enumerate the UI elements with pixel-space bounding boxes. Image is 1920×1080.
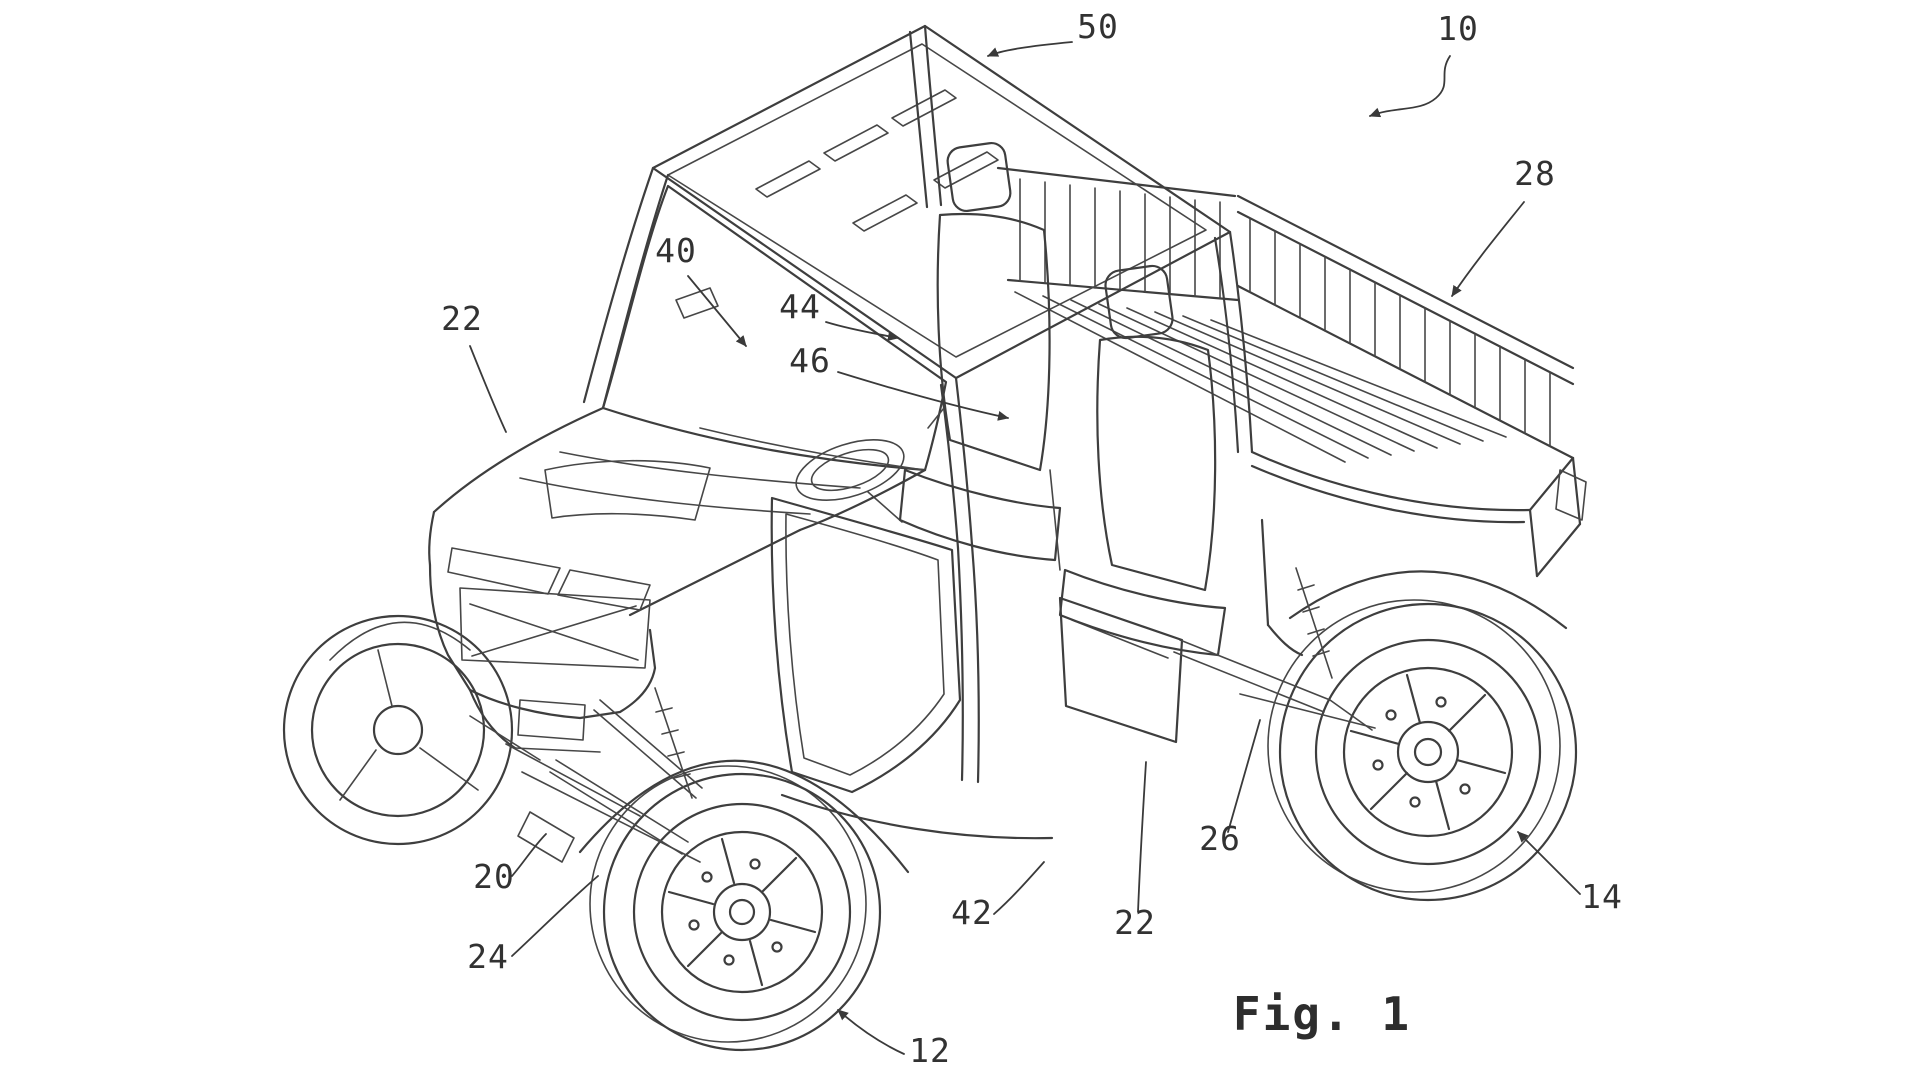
- ref-40: 40: [655, 231, 747, 347]
- ref-label-20: 20: [473, 857, 515, 896]
- ref-14: 14: [1517, 831, 1623, 916]
- ref-46: 46: [789, 341, 1009, 421]
- ref-label-40: 40: [655, 231, 697, 270]
- leader-line-40: [687, 275, 747, 347]
- leader-line-22-front: [469, 345, 507, 433]
- ref-label-28: 28: [1514, 154, 1556, 193]
- rear-right-wheel: [1267, 599, 1578, 902]
- leader-line-24: [511, 875, 599, 957]
- cab-doors: [770, 496, 1184, 840]
- steering-wheel: [795, 407, 945, 523]
- ref-50: 50: [987, 7, 1119, 57]
- leader-line-50: [987, 41, 1073, 57]
- ref-20: 20: [473, 833, 547, 896]
- front-suspension: [469, 687, 703, 863]
- ref-22-front: 22: [441, 299, 507, 433]
- leader-line-46: [837, 371, 1009, 421]
- ref-12: 12: [837, 1009, 951, 1070]
- ref-label-26: 26: [1199, 819, 1241, 858]
- roll-cage: [582, 24, 1254, 784]
- front-far-wheel: [282, 614, 514, 846]
- ref-26: 26: [1199, 719, 1261, 858]
- leader-line-10: [1369, 55, 1451, 118]
- bed-floor-planks: [1014, 291, 1507, 463]
- ref-10: 10: [1369, 9, 1479, 118]
- windshield: [601, 184, 948, 472]
- ref-24: 24: [467, 875, 599, 976]
- ref-label-22-front: 22: [441, 299, 483, 338]
- ref-44: 44: [779, 287, 899, 341]
- front-grille: [428, 547, 657, 753]
- ref-22-rear: 22: [1114, 761, 1156, 942]
- ref-label-22-rear: 22: [1114, 903, 1156, 942]
- ref-label-12: 12: [909, 1031, 951, 1070]
- leader-line-26: [1227, 719, 1261, 833]
- hood: [329, 406, 927, 874]
- leader-line-42: [993, 861, 1045, 915]
- ref-label-10: 10: [1437, 9, 1479, 48]
- ref-label-50: 50: [1077, 7, 1119, 46]
- rear-suspension: [1173, 567, 1376, 731]
- front-left-wheel: [589, 765, 882, 1052]
- ref-label-42: 42: [951, 893, 993, 932]
- ref-label-44: 44: [779, 287, 821, 326]
- leader-line-22-rear: [1137, 761, 1147, 913]
- ref-label-14: 14: [1581, 877, 1623, 916]
- figure-caption: Fig. 1: [1233, 987, 1411, 1041]
- utility-vehicle-drawing: [282, 24, 1587, 1052]
- leader-line-14: [1517, 831, 1581, 895]
- ref-28: 28: [1451, 154, 1556, 297]
- reference-labels: 50 10 28 40 44 46 22 20: [441, 7, 1623, 1070]
- ref-label-46: 46: [789, 341, 831, 380]
- leader-line-28: [1451, 201, 1525, 297]
- ref-label-24: 24: [467, 937, 509, 976]
- leader-line-44: [825, 321, 899, 341]
- seats: [898, 141, 1227, 657]
- leader-line-12: [837, 1009, 905, 1055]
- leader-line-20: [511, 833, 547, 877]
- ref-42: 42: [951, 861, 1045, 932]
- cargo-bed: [996, 166, 1587, 657]
- bed-side-slats: [1249, 217, 1551, 447]
